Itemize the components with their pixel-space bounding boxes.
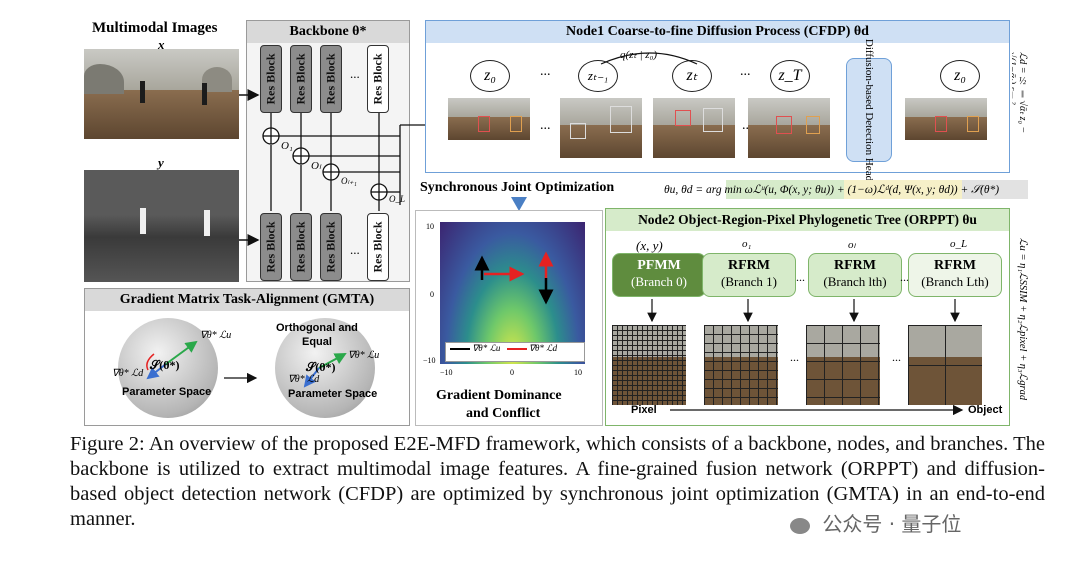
xtick-right: 10 <box>574 368 582 377</box>
oL-label: O_L <box>389 194 406 204</box>
x-label: x <box>158 37 165 52</box>
res-block-ir-L: Res Block <box>367 213 389 281</box>
branch-dots-2: ... <box>900 270 909 284</box>
parameter-sphere-left <box>118 318 218 418</box>
gmta-right-gu: ∇θ* ℒu <box>348 350 380 361</box>
gmta-ortho-2: Equal <box>302 336 332 348</box>
gradient-plot-area <box>440 222 585 364</box>
o1-label: O₁ <box>281 140 293 152</box>
watermark-text: 公众号 · 量子位 <box>822 512 962 536</box>
cfdp-dots-4: ... <box>742 118 753 134</box>
branch-arrows <box>647 299 960 323</box>
orppt-input-L: o_L <box>950 238 968 250</box>
ytick-top: 10 <box>426 222 434 231</box>
backbone-ellipsis-bottom: ... <box>350 242 360 257</box>
gmta-left-s: 𝒮(θ*) <box>150 358 180 372</box>
gmta-right-space: Parameter Space <box>288 388 378 400</box>
object-grid-image <box>908 325 982 405</box>
res-block-ir-3: Res Block <box>320 213 342 281</box>
zt-1-node: zₜ₋₁ <box>578 60 618 92</box>
res-block-vis-1: Res Block <box>260 45 282 113</box>
wechat-icon <box>790 517 810 534</box>
gmta-left-space: Parameter Space <box>122 386 212 398</box>
cfdp-image-2 <box>560 98 642 158</box>
cfdp-dots-2: ... <box>740 64 751 79</box>
region-grid-image-1 <box>704 325 778 405</box>
pixel-label: Pixel <box>631 404 657 416</box>
sjo-formula: θu, θd = arg min ωℒᵘ(u, Φ(x, y; θu)) + (… <box>660 180 1028 199</box>
transition-arrow <box>600 52 698 65</box>
cfdp-image-3 <box>653 98 735 158</box>
ytick-bottom: −10 <box>423 356 436 365</box>
orppt-title: Node2 Object-Region-Pixel Phylogenetic T… <box>606 209 1009 231</box>
branch-rfrm-l: RFRM(Branch lth) <box>808 253 902 297</box>
cfdp-title: Node1 Coarse-to-fine Diffusion Process (… <box>426 21 1009 43</box>
gradient-arrows <box>474 251 554 305</box>
zT-node: z_T <box>770 60 810 92</box>
gradient-caption-2: and Conflict <box>466 406 541 421</box>
orppt-input-1: o₁ <box>742 238 752 250</box>
gmta-right-vectors <box>303 353 347 388</box>
sjo-title: Synchronous Joint Optimization <box>420 180 615 195</box>
gmta-ortho-1: Orthogonal and <box>276 322 358 334</box>
branch-rfrm-1: RFRM(Branch 1) <box>702 253 796 297</box>
object-label: Object <box>968 404 1003 416</box>
cfdp-loss: ℒd = ½ ‖√ᾱₜ z₀ − √(1−ᾱₜ) ε‖² <box>1012 52 1028 134</box>
cfdp-image-1 <box>448 98 530 140</box>
gradient-plot-frame <box>415 210 603 426</box>
res-block-vis-2: Res Block <box>290 45 312 113</box>
pixel-grid-image <box>612 325 686 405</box>
branch-pfmm: PFMM(Branch 0) <box>612 253 706 297</box>
orppt-input-0: (x, y) <box>636 238 663 253</box>
watermark: 公众号 · 量子位 <box>790 508 961 537</box>
z0-output-node: z₀ <box>940 60 980 92</box>
cfdp-dots-1: ... <box>540 64 551 79</box>
y-label: y <box>158 155 164 170</box>
transition-label: q(zₜ | z₀) <box>620 49 657 61</box>
figure-caption: Figure 2: An overview of the proposed E2… <box>70 433 1045 530</box>
gmta-right-gd: ∇θ* ℒd <box>288 374 320 385</box>
orppt-input-l: oₗ <box>848 239 856 251</box>
visible-image <box>84 49 239 139</box>
cfdp-image-4 <box>748 98 830 158</box>
sjo-down-arrow <box>511 197 527 211</box>
xtick-left: −10 <box>440 368 453 377</box>
legend-d: ∇θ* ℒd <box>528 343 558 353</box>
grid-dots-2: ... <box>892 350 901 364</box>
gmta-right-s: 𝒮(θ*) <box>306 360 336 374</box>
ol-label: Oₗ <box>311 160 321 172</box>
gmta-left-gd: ∇θ* ℒd <box>112 368 144 379</box>
res-block-vis-3: Res Block <box>320 45 342 113</box>
orppt-loss: ℒu = η₁ℒSSIM + η₂ℒpixel + η₃ℒgrad <box>1017 238 1028 401</box>
backbone-title: Backbone θ* <box>247 21 409 43</box>
gmta-left-vectors <box>146 340 198 380</box>
res-block-ir-2: Res Block <box>290 213 312 281</box>
z0-node: z₀ <box>470 60 510 92</box>
infrared-image <box>84 170 239 282</box>
gradient-legend: ∇θ* ℒu ∇θ* ℒd <box>445 342 585 362</box>
backbone-ellipsis-top: ... <box>350 66 360 81</box>
ol1-label: Oₗ₊₁ <box>341 176 357 186</box>
xtick-mid: 0 <box>510 368 514 377</box>
branch-dots-1: ... <box>796 270 805 284</box>
gradient-caption-1: Gradient Dominance <box>436 388 562 403</box>
cfdp-dots-3: ... <box>540 118 551 133</box>
inputs-title: Multimodal Images <box>92 20 218 36</box>
ytick-mid: 0 <box>430 290 434 299</box>
gmta-transform-arrow <box>224 372 258 384</box>
branch-rfrm-L: RFRM(Branch Lth) <box>908 253 1002 297</box>
cfdp-output-image <box>905 98 987 140</box>
gmta-title: Gradient Matrix Task-Alignment (GMTA) <box>85 289 409 311</box>
legend-u: ∇θ* ℒu <box>472 343 501 353</box>
region-grid-image-l <box>806 325 880 405</box>
grid-dots-1: ... <box>790 350 799 364</box>
res-block-ir-1: Res Block <box>260 213 282 281</box>
detection-head: Diffusion-based Detection Head <box>846 39 892 181</box>
parameter-sphere-right <box>275 318 375 418</box>
zt-node: zₜ <box>672 60 712 92</box>
gmta-left-gu: ∇θ* ℒu <box>200 330 232 341</box>
res-block-vis-L: Res Block <box>367 45 389 113</box>
pixel-object-arrow <box>670 404 964 416</box>
